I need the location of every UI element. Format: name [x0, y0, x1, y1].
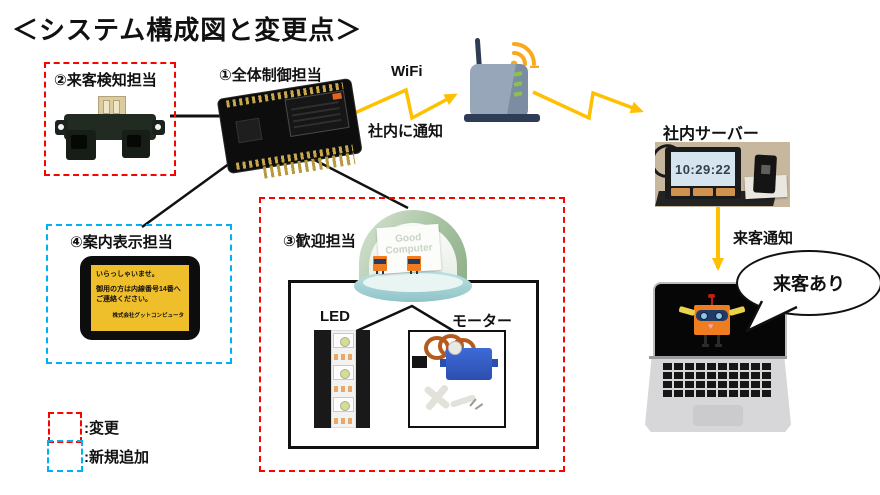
sensor-mount-tab: [55, 120, 68, 135]
laptop-hinge: [649, 356, 787, 359]
server-clock-screen: 10:29:22: [671, 152, 735, 186]
welcome-section-label: ③歓迎担当: [283, 233, 356, 250]
server-label: 社内サーバー: [663, 126, 759, 143]
sensor-connector: [98, 96, 126, 118]
robot-character: ♥: [678, 294, 746, 349]
robot-arm: [678, 305, 696, 317]
screen-instruction-2: ご連絡ください。: [96, 296, 152, 304]
esp32-metal-shield: [284, 90, 350, 138]
led-label: LED: [320, 308, 350, 325]
robot-goggles: [696, 310, 728, 321]
robot-antenna: [711, 297, 713, 306]
sensor-section-label: ②来客検知担当: [54, 72, 157, 89]
mini-robot: [373, 256, 387, 274]
mini-robot: [407, 256, 421, 274]
server-screen-buttons: [671, 188, 735, 196]
robot-heart: ♥: [708, 321, 714, 331]
dome-robot-image: Good Computer: [354, 210, 472, 302]
legend-changed-label: :変更: [84, 420, 119, 437]
robot-eye: [715, 311, 723, 320]
laptop-keyboard: [663, 363, 773, 399]
servo-motor-image: [408, 330, 506, 428]
esp32-usb-chip: [235, 117, 263, 144]
led-strip-image: [314, 330, 370, 428]
speech-bubble-text: 来客あり: [773, 274, 845, 294]
esp32-board-image: [216, 72, 365, 184]
router-led: [513, 91, 523, 97]
screen-greeting: いらっしゃいませ。: [96, 271, 159, 278]
laptop-keyboard-deck: [645, 358, 791, 432]
guide-display-screen: いらっしゃいませ。 御用の方は内線番号14番へ ご連絡ください。 株式会社グット…: [91, 265, 189, 331]
led-foam-bar: [314, 330, 331, 428]
display-section-box: ④案内表示担当 いらっしゃいませ。 御用の方は内線番号14番へ ご連絡ください。…: [46, 224, 232, 364]
laptop-touchpad: [693, 405, 743, 426]
router-led: [513, 71, 523, 77]
motor-label: モーター: [452, 313, 513, 330]
led-foam-bar: [356, 330, 370, 428]
servo-screw: [474, 403, 484, 410]
ir-distance-sensor-image: [55, 96, 165, 162]
robot-eye: [700, 311, 708, 320]
server-photo: 10:29:22: [655, 142, 790, 207]
led-chip-unit: [333, 365, 354, 380]
servo-connector: [412, 356, 427, 368]
wifi-label: WiFi: [391, 63, 423, 80]
wifi-router-image: [464, 36, 550, 124]
sensor-emitter-lens: [66, 130, 96, 160]
server-display-device: 10:29:22: [665, 147, 741, 199]
router-base: [464, 114, 540, 122]
guide-display-tablet: いらっしゃいませ。 御用の方は内線番号14番へ ご連絡ください。 株式会社グット…: [80, 256, 200, 340]
legend-added-swatch: [47, 440, 83, 472]
robot-arm: [728, 305, 746, 317]
robot-body: ♥: [694, 305, 730, 335]
visitor-notify-label: 来客通知: [733, 230, 794, 247]
led-chip-unit: [333, 397, 354, 412]
controller-label: ①全体制御担当: [219, 67, 322, 84]
sensor-mount-tab: [152, 120, 165, 135]
legend-changed-swatch: [48, 412, 82, 443]
screen-company-name: 株式会社グットコンピュータ: [112, 313, 184, 320]
card-reader: [753, 154, 777, 194]
esp32-led: [332, 92, 343, 100]
speech-bubble: 来客あり: [736, 250, 880, 316]
led-chip-unit: [333, 333, 354, 348]
notify-internal-label: 社内に通知: [368, 123, 444, 140]
screen-instruction-1: 御用の方は内線番号14番へ: [96, 286, 181, 293]
sensor-section-box: ②来客検知担当: [44, 62, 176, 176]
display-section-label: ④案内表示担当: [70, 234, 173, 251]
arrow-controller-to-router: [347, 87, 458, 121]
sensor-receiver-lens: [122, 130, 150, 158]
servo-gear: [448, 341, 462, 355]
welcome-section-box: ③歓迎担当: [259, 197, 565, 472]
router-body: [470, 64, 528, 118]
page-title: ＜システム構成図と変更点＞: [12, 15, 363, 45]
router-led: [513, 81, 523, 87]
legend-added-label: :新規追加: [84, 449, 149, 466]
